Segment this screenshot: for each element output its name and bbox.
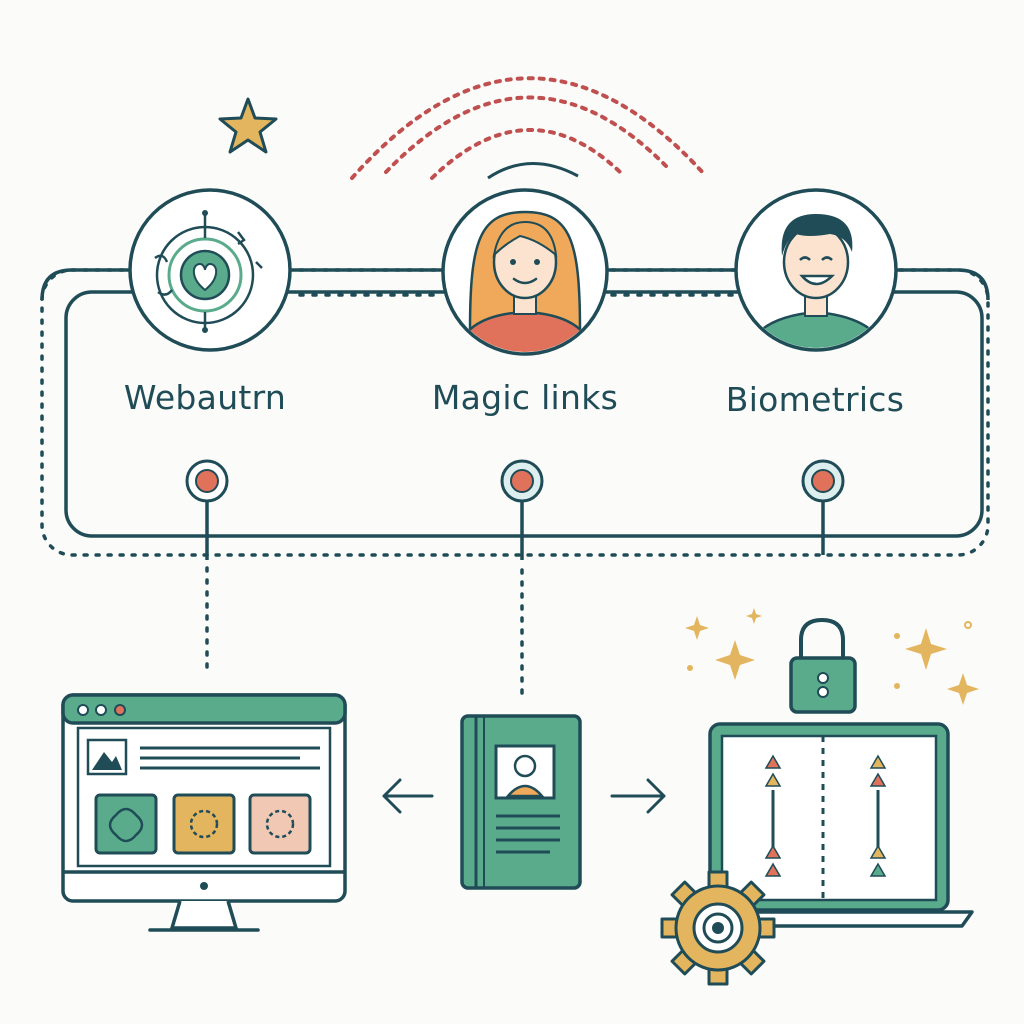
label-webauthn: Webautrn xyxy=(123,378,287,417)
desktop-monitor-icon xyxy=(61,693,347,932)
gear-icon xyxy=(660,870,776,986)
sparkle-icons xyxy=(685,608,979,705)
method-circle-webauthn xyxy=(128,188,292,352)
padlock-icon xyxy=(789,617,857,714)
signal-arc-solid xyxy=(487,162,579,180)
label-biometrics: Biometrics xyxy=(725,380,905,419)
fingerprint-heart-icon xyxy=(154,210,263,333)
man-avatar-icon xyxy=(743,214,890,348)
method-circle-biometrics xyxy=(734,188,898,352)
node-biometrics xyxy=(801,459,845,503)
arrow-left-icon xyxy=(382,778,434,814)
label-magic-links: Magic links xyxy=(431,378,619,417)
method-circle-magic-links xyxy=(441,188,609,356)
id-booklet-icon xyxy=(460,714,582,890)
node-webauthn xyxy=(185,459,229,503)
arrow-right-icon xyxy=(610,778,666,814)
star-icon xyxy=(218,97,278,154)
signal-waves-icon xyxy=(350,76,707,180)
node-magic-links xyxy=(500,459,544,503)
